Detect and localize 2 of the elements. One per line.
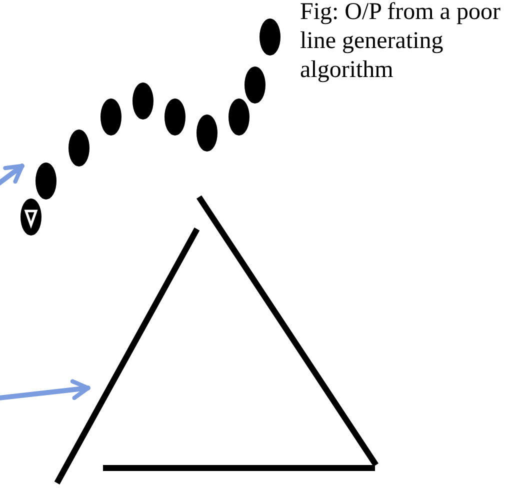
- figure-caption: Fig: O/P from a poor line generating algorithm: [300, 0, 502, 85]
- arrow: [0, 379, 90, 402]
